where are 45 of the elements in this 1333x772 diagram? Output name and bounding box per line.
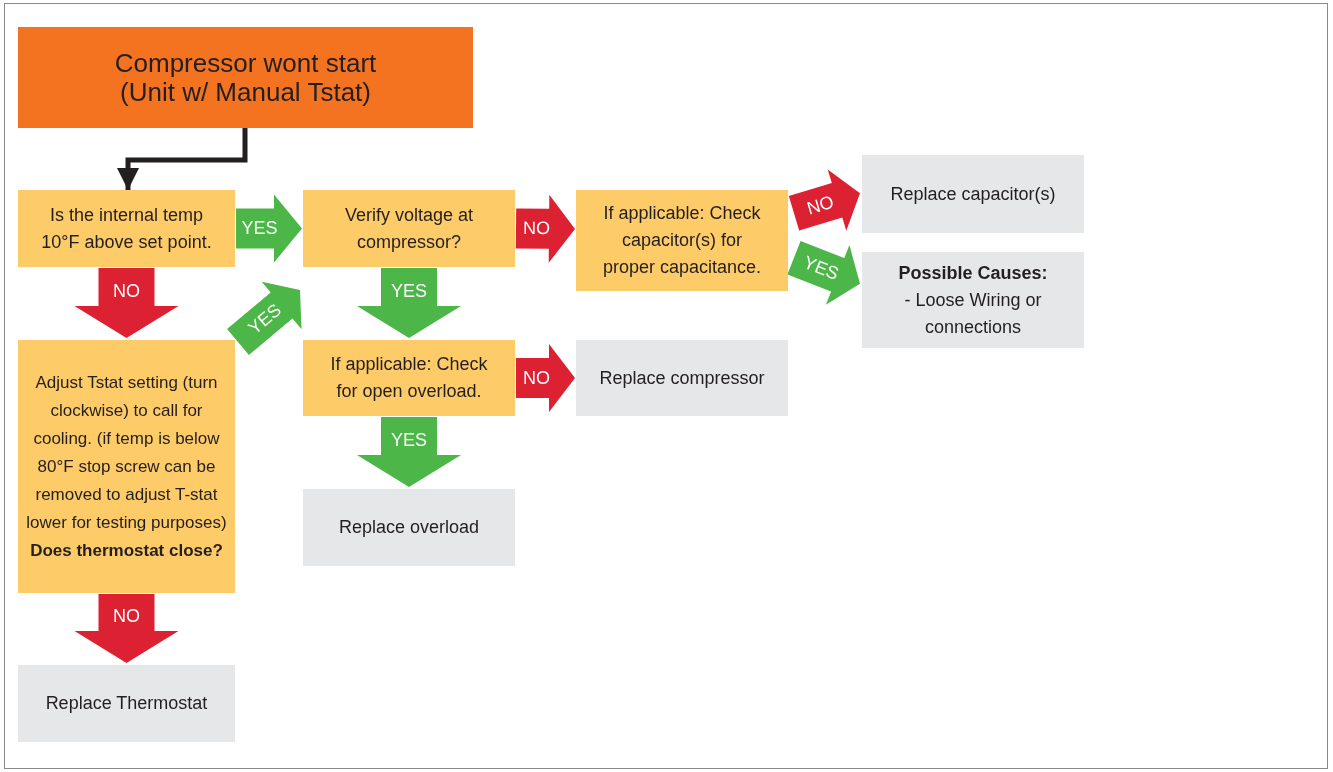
node-text: Compressor wont start (Unit w/ Manual Tstat): [113, 48, 378, 107]
decision-box: [18, 340, 235, 593]
result-box: [862, 155, 1084, 233]
block-arrow: [357, 268, 461, 338]
node-text: Replace compressor: [599, 366, 765, 390]
result-box: [303, 489, 515, 566]
arrow: [117, 128, 248, 190]
edge-label: NO: [113, 281, 140, 303]
block-arrow: [357, 417, 461, 487]
title-box: [18, 27, 473, 128]
block-arrow: [788, 169, 860, 231]
edge-label: NO: [522, 218, 551, 240]
block-arrow: [787, 240, 860, 305]
edge-label: YES: [391, 281, 428, 303]
block-arrow: [227, 281, 302, 355]
node-text: Adjust Tstat setting (turn clockwise) to call for cooling. (if temp is below 80°F stop screw can be removed to adjust T-stat lower for testing purposes): [26, 371, 227, 534]
decision-box: [18, 190, 235, 267]
node-text: If applicable: Check capacitor(s) for proper capacitance.: [601, 202, 763, 279]
edge-label: NO: [804, 191, 837, 220]
result-box: [18, 665, 235, 742]
block-arrow: [516, 344, 575, 412]
edge-label: YES: [241, 218, 278, 239]
node-text: Is the internal temp 10°F above set point.: [40, 203, 213, 254]
node-heading: Possible Causes:: [898, 261, 1048, 285]
edge-label: YES: [800, 251, 842, 285]
block-arrow: [74, 594, 179, 663]
block-arrow: [236, 194, 302, 263]
block-arrow: [74, 268, 179, 338]
node-heading: Does thermostat close?: [30, 539, 223, 562]
decision-box: [303, 340, 515, 416]
edge-label: NO: [113, 606, 140, 628]
node-text: Replace overload: [338, 516, 480, 539]
block-arrow: [515, 194, 575, 263]
node-text: If applicable: Check for open overload.: [329, 353, 489, 403]
decision-box: [576, 190, 788, 291]
node-text: - Loose Wiring or connections: [903, 288, 1043, 339]
result-box: [862, 252, 1084, 348]
node-text: Replace capacitor(s): [890, 182, 1056, 206]
decision-box: [303, 190, 515, 267]
result-box: [576, 340, 788, 416]
node-text: Verify voltage at compressor?: [343, 203, 475, 254]
node-text: Replace Thermostat: [45, 692, 208, 715]
edge-label: YES: [391, 430, 428, 452]
edge-label: NO: [522, 367, 550, 389]
edge-label: YES: [244, 299, 286, 339]
